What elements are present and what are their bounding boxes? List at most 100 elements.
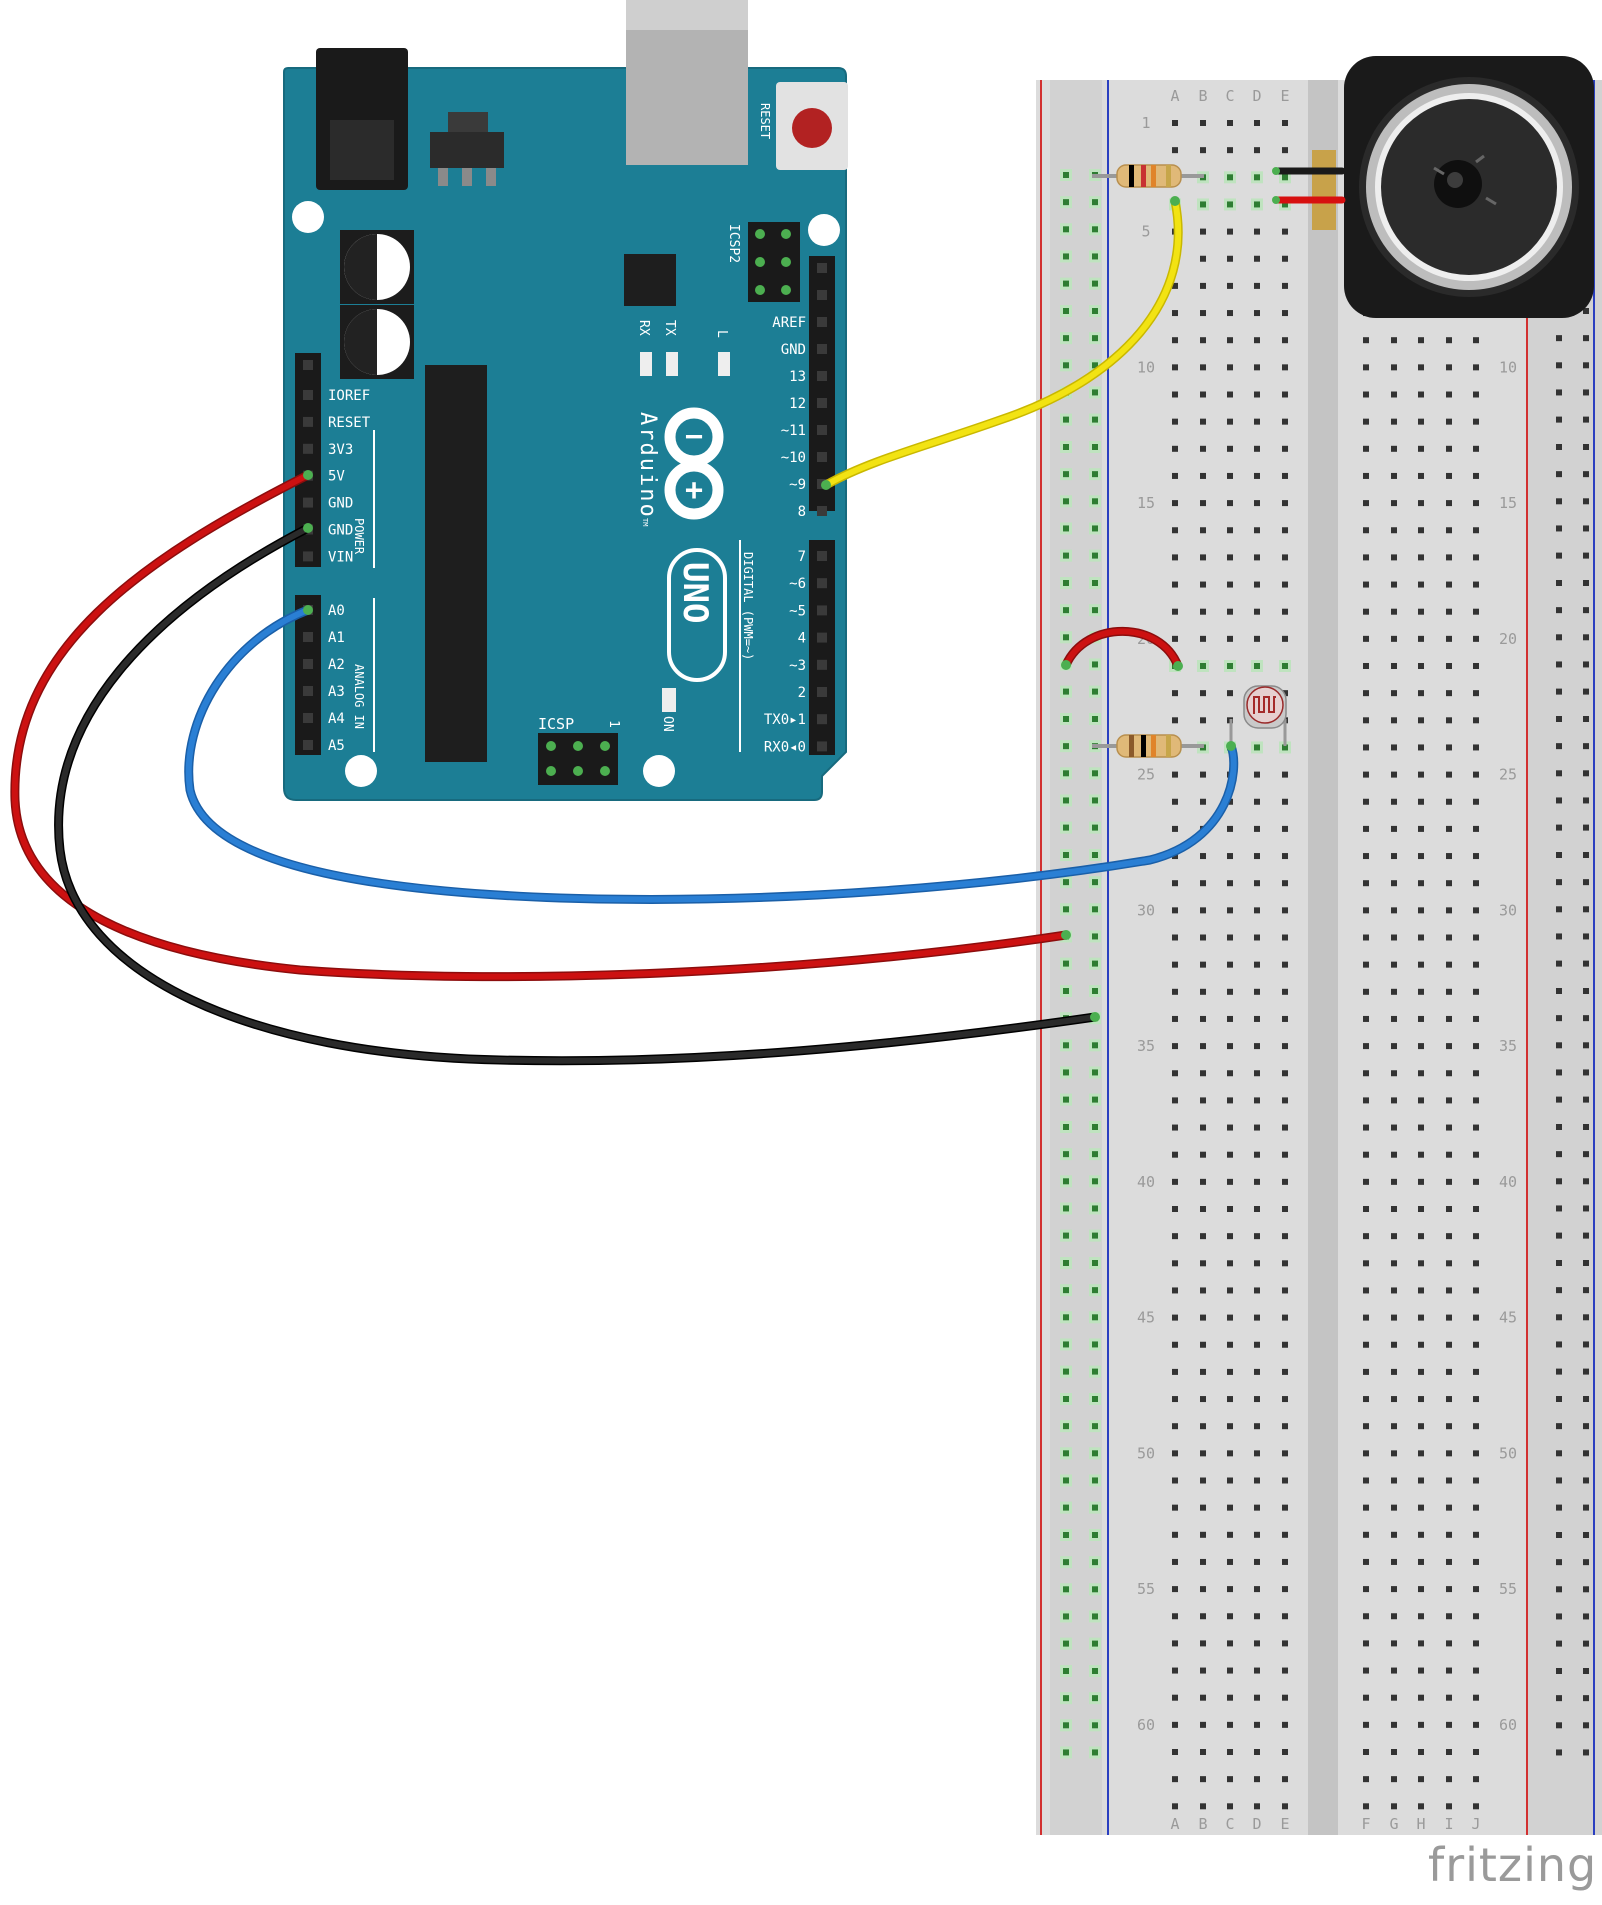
breadboard-hole	[1363, 1803, 1369, 1810]
rail-hole	[1092, 1532, 1098, 1538]
rail-hole	[1583, 607, 1589, 614]
breadboard-hole	[1473, 961, 1479, 968]
breadboard-hole	[1418, 445, 1424, 452]
breadboard-hole	[1418, 635, 1424, 642]
rail-hole	[1063, 688, 1069, 695]
breadboard-hole	[1227, 1803, 1233, 1810]
breadboard-hole	[1446, 418, 1452, 425]
breadboard-hole	[1473, 1097, 1479, 1104]
column-label: H	[1416, 1815, 1425, 1833]
breadboard-hole	[1172, 771, 1178, 778]
breadboard-hole	[1282, 1450, 1288, 1457]
breadboard-hole	[1418, 1558, 1424, 1565]
breadboard-hole	[1282, 472, 1288, 479]
breadboard-hole	[1363, 364, 1369, 371]
header-pin	[303, 497, 313, 508]
breadboard-hole	[1254, 337, 1260, 344]
breadboard-hole	[1282, 853, 1288, 860]
reset-button-cap[interactable]	[792, 108, 832, 148]
breadboard-hole	[1254, 880, 1260, 887]
breadboard-hole	[1172, 1613, 1178, 1620]
breadboard-hole	[1363, 554, 1369, 561]
breadboard-hole	[1282, 1233, 1288, 1240]
rail-hole	[1092, 1042, 1098, 1049]
rail-hole	[1092, 1668, 1098, 1674]
breadboard-hole	[1363, 500, 1369, 507]
rail-hole	[1556, 1341, 1562, 1348]
breadboard-hole	[1254, 1070, 1260, 1077]
digital-pin-label: ~3	[789, 658, 806, 674]
header-pin	[303, 740, 313, 750]
breadboard-hole	[1473, 1613, 1479, 1620]
header-pin	[303, 713, 313, 723]
rail-hole	[1063, 552, 1069, 559]
rail-hole	[1583, 471, 1589, 478]
rail-hole	[1583, 1668, 1589, 1674]
rail-hole	[1092, 1287, 1098, 1294]
rail-hole	[1092, 960, 1098, 967]
header-pin	[817, 741, 827, 752]
breadboard-hole	[1363, 1531, 1369, 1538]
breadboard-hole	[1473, 1043, 1479, 1050]
rail-hole	[1583, 552, 1589, 559]
rail-hole	[1063, 416, 1069, 423]
breadboard-hole	[1254, 771, 1260, 778]
breadboard-hole	[1254, 1233, 1260, 1240]
rail-hole	[1063, 444, 1069, 450]
digital-pin-label: ~10	[781, 450, 806, 466]
header-pin	[303, 416, 313, 427]
row-number: 40	[1137, 1173, 1155, 1191]
breadboard-hole	[1446, 690, 1452, 697]
breadboard-hole	[1227, 1070, 1233, 1077]
breadboard-hole	[1363, 1260, 1369, 1267]
breadboard-hole	[1254, 825, 1260, 832]
power-pin-label: RESET	[328, 415, 371, 431]
row-number: 50	[1499, 1444, 1517, 1462]
breadboard-hole	[1418, 1314, 1424, 1321]
breadboard-hole	[1227, 934, 1233, 941]
breadboard-hole	[1446, 527, 1452, 534]
breadboard-hole	[1254, 120, 1260, 126]
breadboard-hole	[1254, 853, 1260, 860]
breadboard-hole	[1282, 880, 1288, 887]
breadboard-hole	[1227, 1015, 1233, 1022]
rail-hole	[1556, 498, 1562, 505]
rail-hole	[1092, 1396, 1098, 1402]
breadboard-hole	[1473, 1558, 1479, 1565]
breadboard-hole	[1391, 1097, 1397, 1104]
breadboard-hole	[1446, 1097, 1452, 1104]
breadboard-hole	[1254, 1178, 1260, 1185]
breadboard-hole	[1282, 1477, 1288, 1484]
breadboard-hole	[1282, 527, 1288, 534]
on-label: ON	[660, 716, 675, 732]
breadboard-hole	[1200, 554, 1206, 561]
analog-section-label: ANALOG IN	[352, 664, 366, 729]
rail-hole	[1092, 1450, 1098, 1457]
breadboard-hole	[1391, 1206, 1397, 1212]
center-channel	[1308, 80, 1338, 1835]
arduino-uno-board: IOREFRESET3V35VGNDGNDVINA0A1A2A3A4A5AREF…	[283, 0, 848, 801]
digital-pin-label: GND	[781, 342, 806, 358]
breadboard-hole	[1200, 201, 1206, 208]
breadboard-hole	[1254, 798, 1260, 805]
breadboard-hole	[1446, 635, 1452, 642]
breadboard-hole	[1254, 1260, 1260, 1267]
rail-hole	[1092, 389, 1098, 396]
breadboard-hole	[1200, 853, 1206, 860]
rail-hole	[1556, 1640, 1562, 1647]
breadboard-hole	[1363, 1287, 1369, 1294]
rail-hole	[1063, 988, 1069, 994]
rail-hole	[1063, 1396, 1069, 1402]
row-number: 15	[1499, 494, 1517, 512]
breadboard-hole	[1200, 1477, 1206, 1484]
breadboard-hole	[1446, 1396, 1452, 1403]
power-pin-label: GND	[328, 496, 353, 512]
breadboard-hole	[1418, 744, 1424, 751]
breadboard-hole	[1282, 581, 1288, 588]
rail-hole	[1063, 1450, 1069, 1457]
rail-hole	[1063, 498, 1069, 505]
breadboard-hole	[1200, 608, 1206, 615]
breadboard-hole	[1172, 1368, 1178, 1375]
breadboard-hole	[1172, 1776, 1178, 1783]
breadboard-hole	[1227, 608, 1233, 615]
